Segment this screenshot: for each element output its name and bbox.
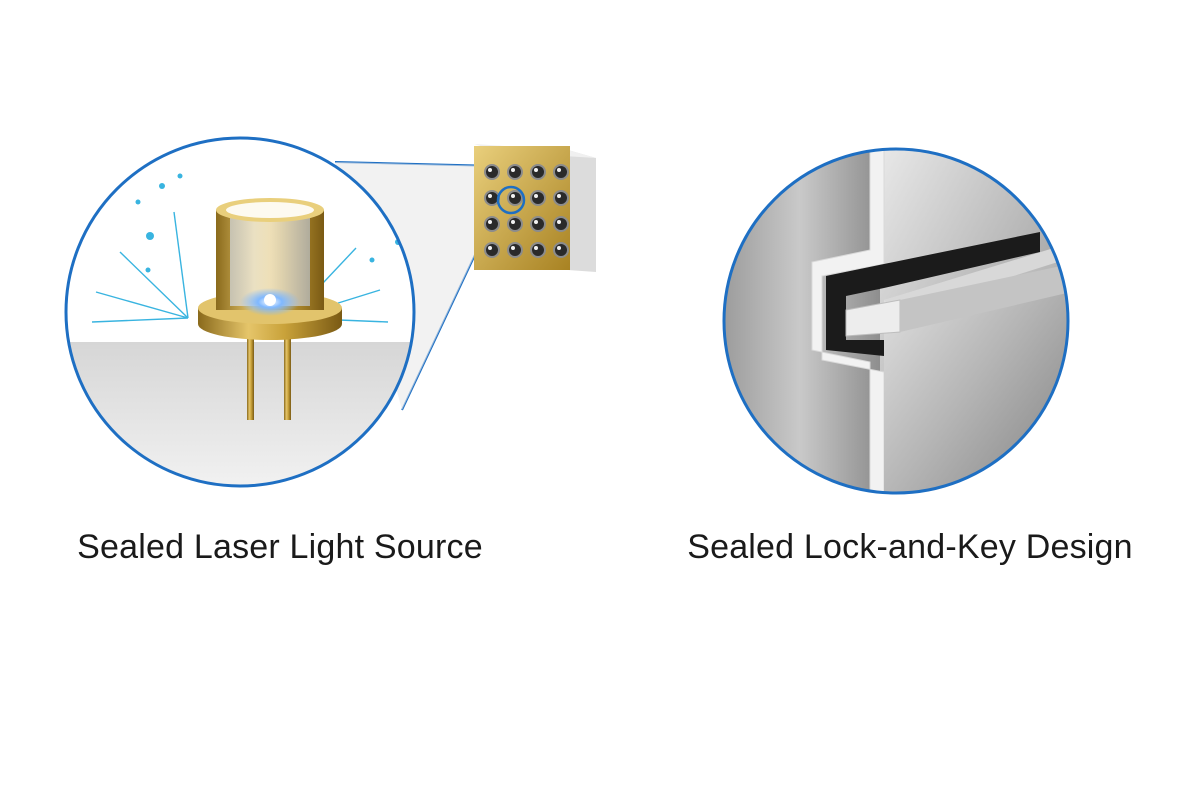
laser-chip-array-icon	[474, 144, 596, 272]
laser-diode-icon	[64, 136, 499, 488]
caption-sealed-lock-and-key-design: Sealed Lock-and-Key Design	[687, 528, 1133, 566]
caption-sealed-laser-light-source: Sealed Laser Light Source	[77, 528, 483, 566]
lock-and-key-seal-icon	[722, 147, 1070, 495]
